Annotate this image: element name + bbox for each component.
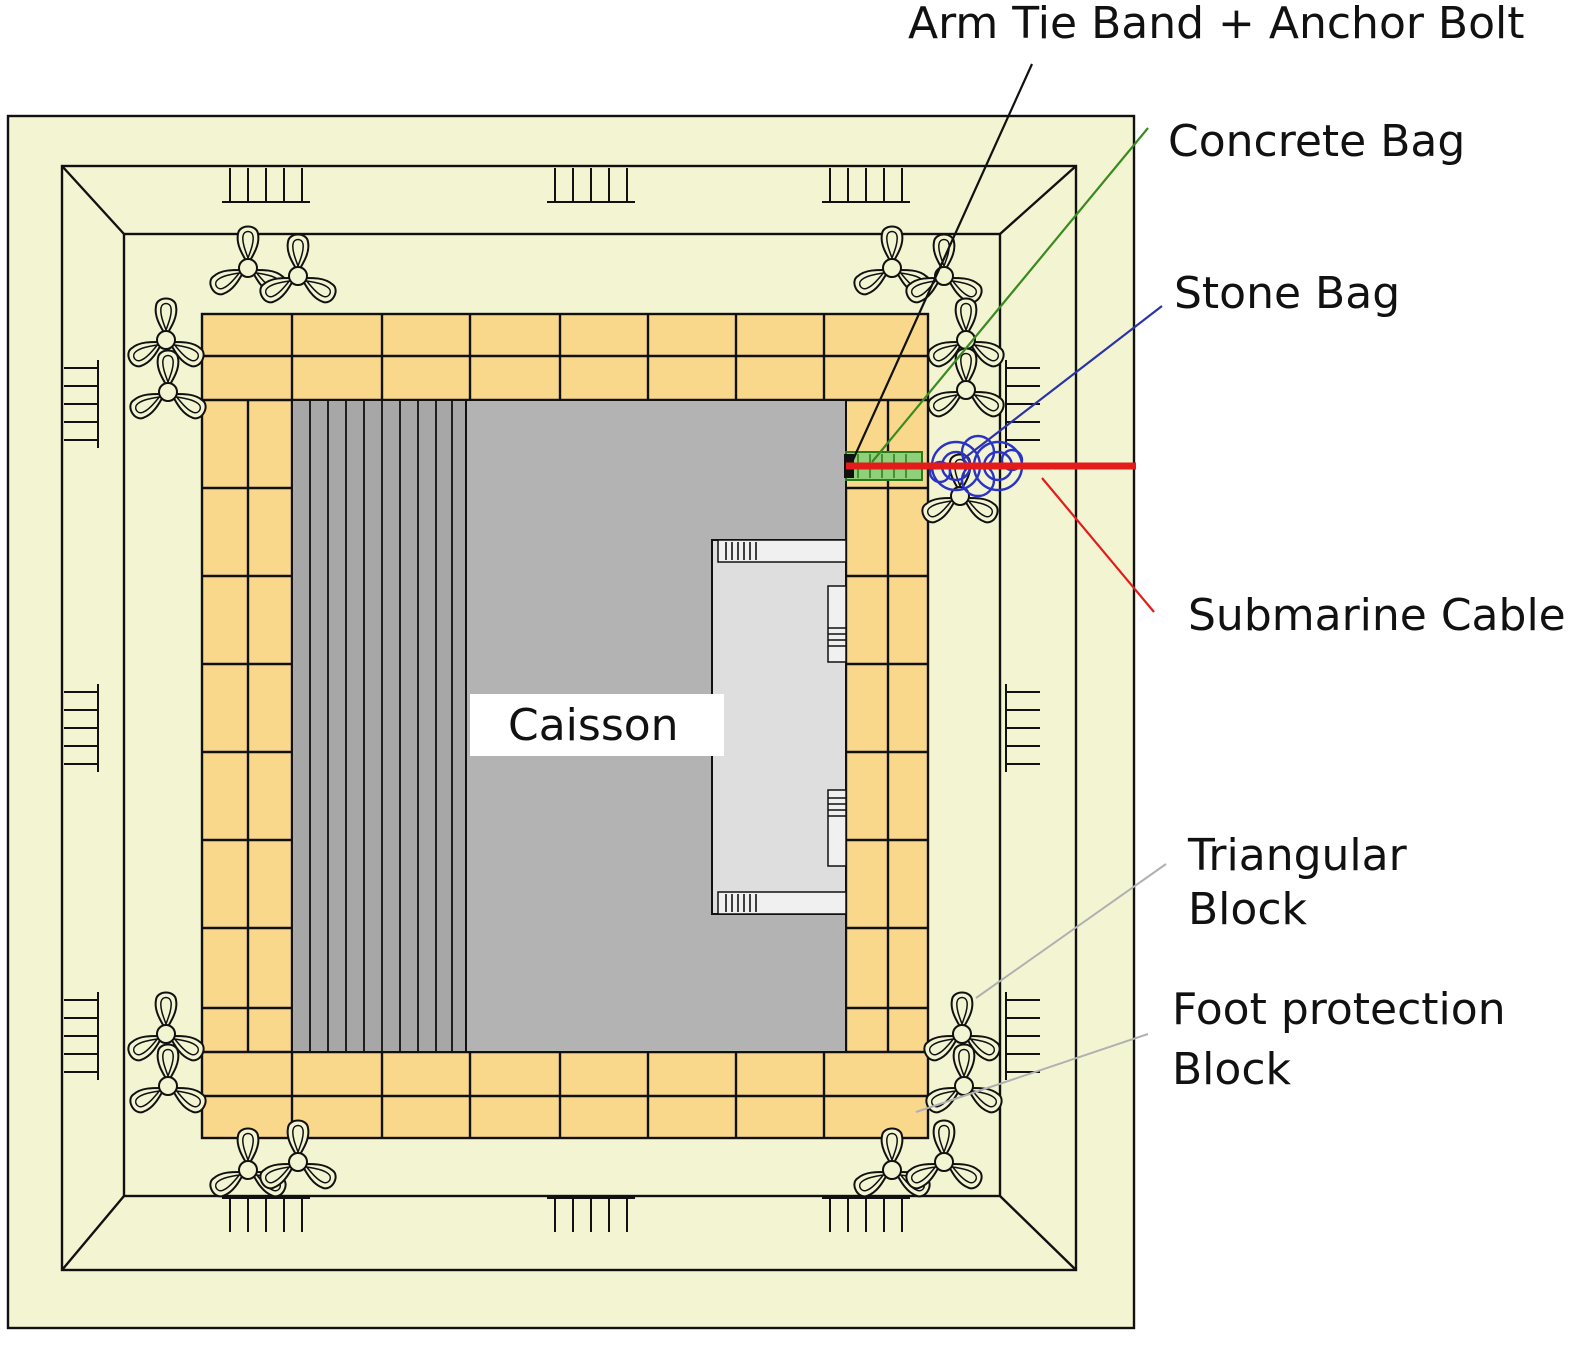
cable-protection-assembly (844, 434, 1136, 498)
caisson-label: Caisson (508, 700, 679, 751)
label-stone-bag: Stone Bag (1174, 268, 1400, 319)
label-concrete-bag: Concrete Bag (1168, 116, 1465, 167)
label-foot-protection-line1: Foot protection (1172, 984, 1506, 1035)
caisson: Caisson (291, 399, 847, 1053)
label-arm-tie-band: Arm Tie Band + Anchor Bolt (908, 0, 1525, 49)
label-foot-protection-line2: Block (1172, 1044, 1292, 1095)
label-triangular-block-line2: Block (1188, 884, 1308, 935)
leader-lines (850, 63, 1167, 1113)
label-submarine-cable: Submarine Cable (1188, 590, 1566, 641)
label-triangular-block-line1: Triangular (1187, 830, 1408, 881)
